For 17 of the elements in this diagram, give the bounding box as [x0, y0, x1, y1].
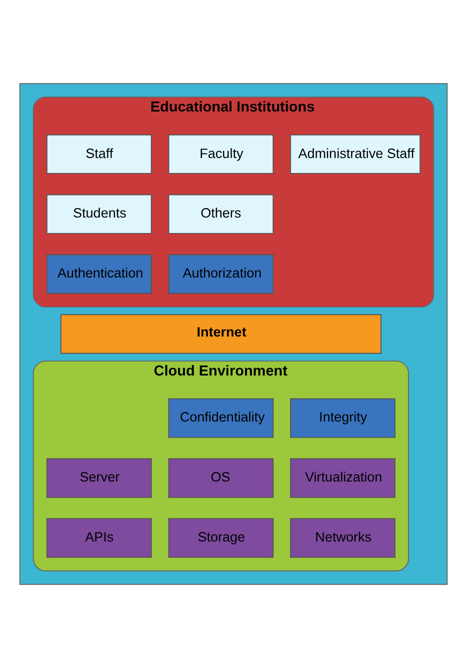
node-box: Storage [168, 518, 274, 558]
node-box: Networks [290, 518, 396, 558]
node-box: Confidentiality [168, 398, 274, 438]
node-box: Others [168, 194, 274, 234]
node-box: Staff [46, 134, 152, 174]
node-box: APIs [46, 518, 152, 558]
node-box: Faculty [168, 134, 274, 174]
node-box: Authorization [168, 254, 274, 294]
node-box: Authentication [46, 254, 152, 294]
node-box: Virtualization [290, 458, 396, 498]
node-box: OS [168, 458, 274, 498]
cluster [19, 82, 448, 584]
node-box: Students [46, 194, 152, 234]
node-box: Internet [60, 314, 382, 354]
node-box: Server [46, 458, 152, 498]
node-box: Integrity [290, 398, 396, 438]
node-box: Administrative Staff [290, 134, 421, 174]
